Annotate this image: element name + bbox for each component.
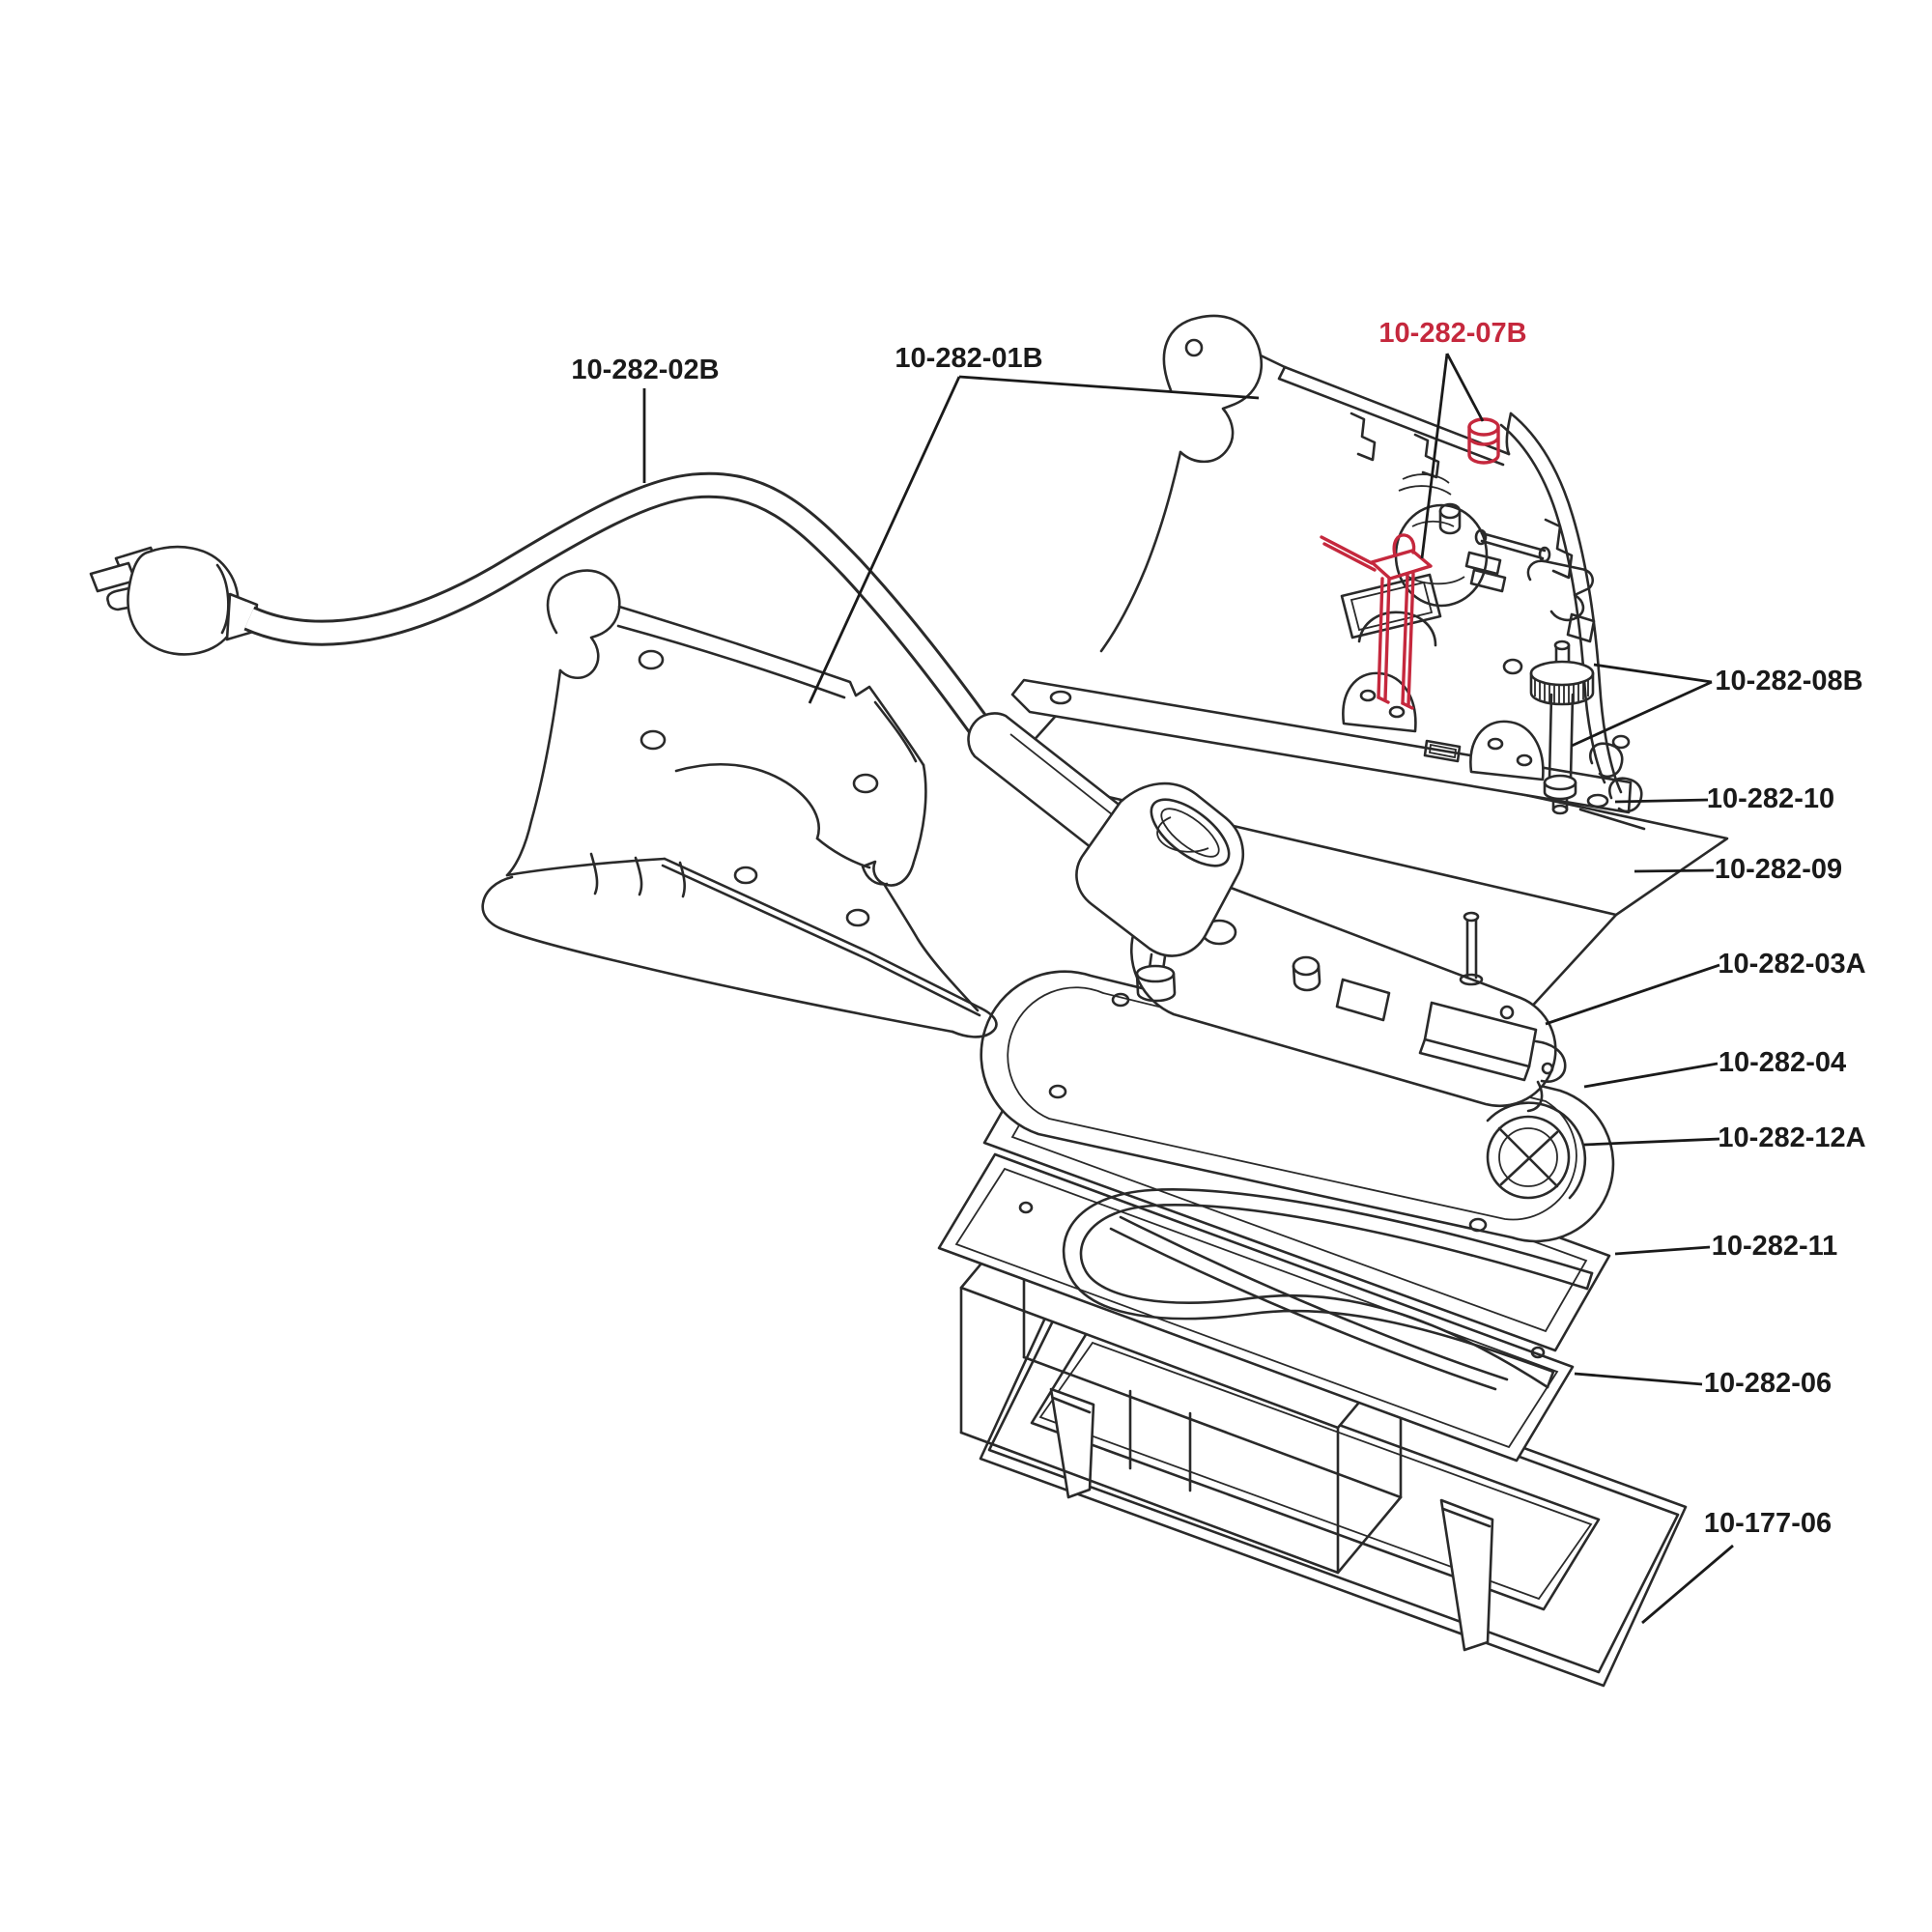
hinge-hook [1589,742,1624,779]
label-top-plate: 10-282-03A [1718,949,1865,980]
heating-element-seated [1062,1188,1594,1391]
label-wedge-plate: 10-282-09 [1715,854,1842,885]
mounting-bar [1010,671,1633,814]
label-heating-element: 10-282-12A [1718,1122,1865,1153]
indicator-light-cap [1467,417,1500,465]
label-element-plate: 10-282-06 [1704,1368,1832,1399]
hinge-hook [1608,777,1643,813]
label-mounting-bar: 10-282-10 [1707,783,1834,814]
swivel-screw [1135,952,1177,1003]
label-indicator-parts: 10-282-07B [1378,318,1526,349]
thumb-screw [1529,639,1595,815]
leader-lines [642,353,1734,1625]
cord-sleeve [967,712,1244,1003]
label-gasket-frame: 10-282-11 [1712,1231,1838,1262]
label-thumb-screw: 10-282-08B [1715,666,1862,696]
bottom-housing-pan [979,1278,1688,1688]
power-cord [243,471,1000,748]
clip-tooth [1544,518,1574,580]
hinge-plate [1469,720,1545,781]
label-bottom-housing: 10-177-06 [1704,1508,1832,1539]
label-housing: 10-282-01B [895,343,1042,374]
pan-tab-right [1439,1498,1494,1652]
thermostat-sensor [1320,533,1433,710]
label-base-plate: 10-282-04 [1719,1047,1846,1078]
part-labels: 10-282-02B 10-282-01B 10-282-07B 10-282-… [571,318,1865,1539]
clip-tooth [1350,412,1377,462]
label-cord: 10-282-02B [571,355,719,385]
pan-tab-left [1049,1387,1095,1499]
power-plug [89,545,259,656]
thermostat-bracket [1418,911,1567,1113]
